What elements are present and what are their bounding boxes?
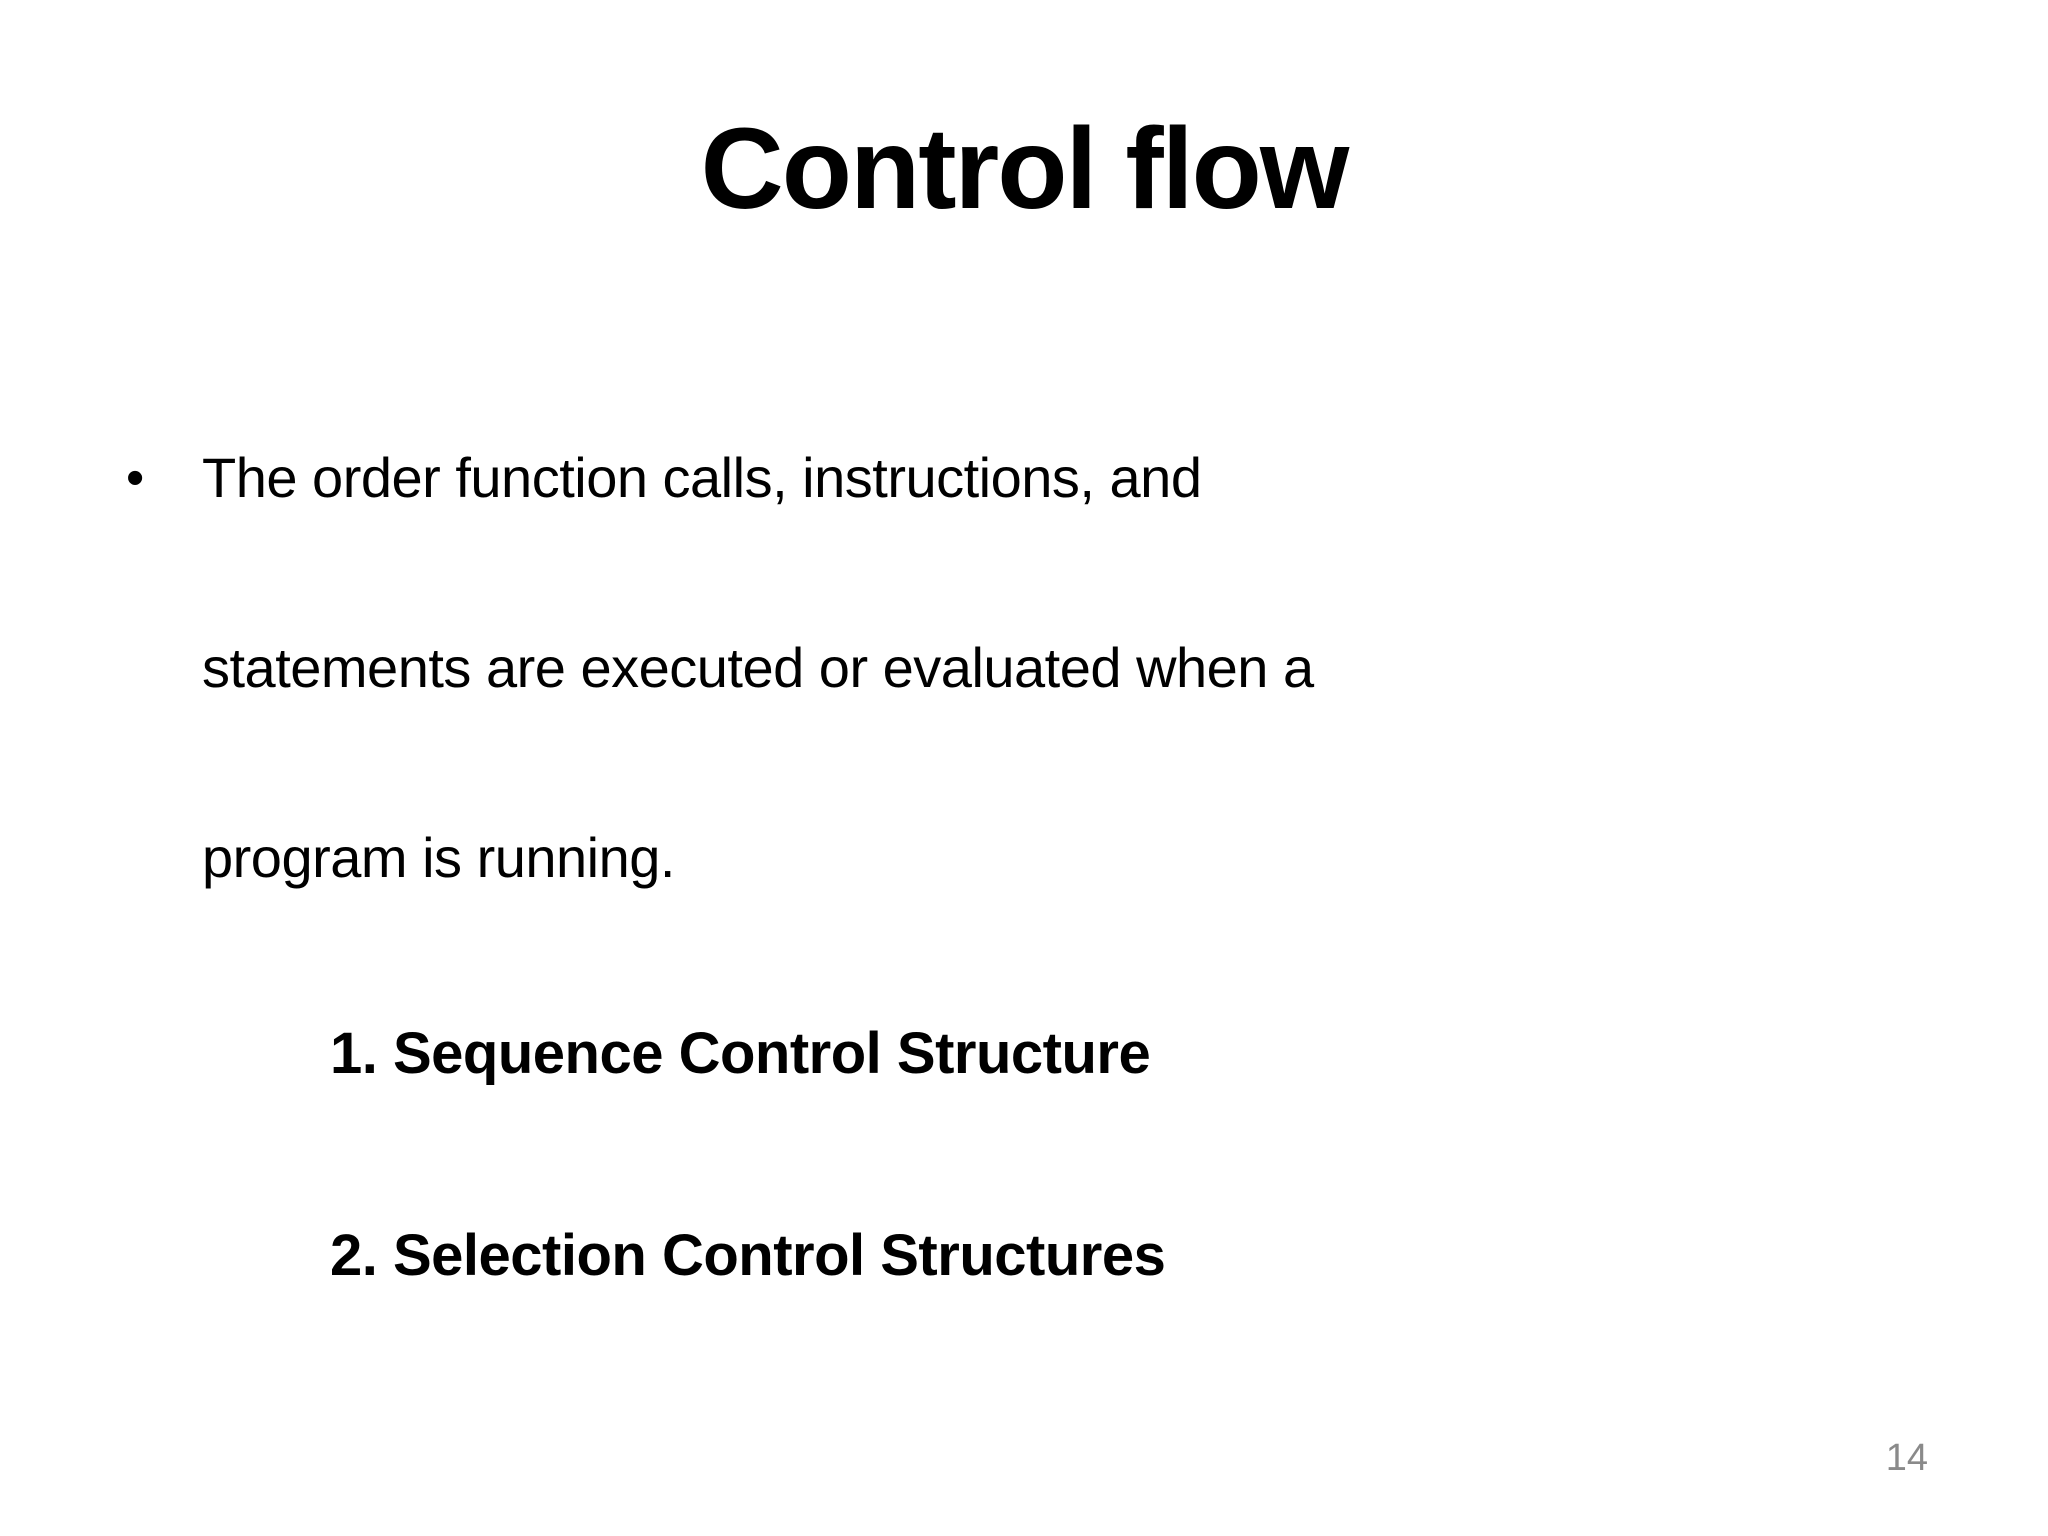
numbered-item-2: 2. Selection Control Structures [330,1223,1166,1288]
bullet-text-line-2: statements are executed or evaluated whe… [202,636,1314,699]
slide-title: Control flow [700,105,1350,233]
bullet-item: • The order function calls, instructions… [0,383,2048,953]
slide-content: • The order function calls, instructions… [0,383,2048,1351]
bullet-text-line-3: program is running. [202,826,675,889]
page-number: 14 [1885,1437,1928,1479]
bullet-text-line-1: The order function calls, instructions, … [202,446,1202,509]
numbered-item-1: 1. Sequence Control Structure [330,1021,1151,1086]
bullet-marker-icon: • [126,449,145,507]
